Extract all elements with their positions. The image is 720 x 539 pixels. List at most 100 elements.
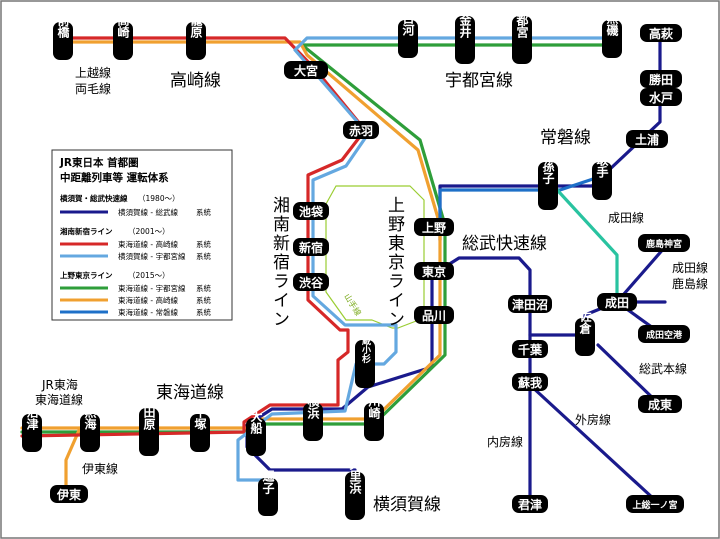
station-utsunomiya[interactable]: 宇都宮 — [512, 1, 532, 64]
station-mito[interactable]: 水戸 — [640, 88, 682, 106]
station-odawara[interactable]: 小田原 — [139, 393, 159, 456]
svg-text:蘇我: 蘇我 — [517, 375, 542, 390]
legend-since-yokosuka-sobu: （1980〜） — [138, 194, 180, 203]
station-toride[interactable]: 取手 — [592, 154, 612, 200]
label-sotobo-line: 外房線 — [575, 412, 611, 427]
station-oyama[interactable]: 小金井 — [455, 1, 475, 64]
svg-text:千葉: 千葉 — [518, 342, 543, 357]
route-sotobo — [528, 383, 657, 502]
station-atami[interactable]: 熱海 — [80, 405, 100, 452]
svg-text:小金井: 小金井 — [458, 1, 472, 39]
station-shinjuku[interactable]: 新宿 — [293, 238, 329, 256]
label-ueno-tokyo-line: 上野東京ライン — [384, 196, 405, 329]
label-shonan-shinjuku-line: 湘南新宿ライン — [269, 196, 290, 329]
station-yokohama[interactable]: 横浜 — [303, 394, 323, 441]
svg-text:久里浜: 久里浜 — [348, 457, 362, 495]
station-ofuna[interactable]: 大船 — [246, 409, 266, 456]
svg-text:土浦: 土浦 — [635, 132, 659, 147]
line-labels: 高崎線 宇都宮線 常磐線 総武快速線 東海道線 横須賀線 湘南新宿ライン 上野東… — [35, 65, 708, 515]
station-chiba[interactable]: 千葉 — [512, 340, 548, 358]
label-uchibo-line: 内房線 — [487, 434, 523, 449]
svg-text:大船: 大船 — [249, 409, 263, 435]
svg-text:沼津: 沼津 — [25, 406, 39, 431]
station-ueno[interactable]: 上野 — [414, 218, 454, 236]
station-koga[interactable]: 古河 — [398, 11, 418, 58]
station-narashino[interactable]: 津田沼 — [508, 295, 552, 313]
svg-text:新宿: 新宿 — [299, 240, 323, 255]
svg-text:大宮: 大宮 — [294, 63, 318, 78]
svg-text:佐倉: 佐倉 — [578, 309, 592, 335]
station-tsuchiura[interactable]: 土浦 — [626, 130, 668, 148]
label-narita-kashima-2: 鹿島線 — [672, 276, 708, 291]
station-abiko[interactable]: 我孫子 — [538, 147, 558, 210]
legend-suffix-ueno-utsunomiya: 系統 — [196, 283, 211, 293]
label-joetsu-line: 上越線 — [75, 65, 111, 80]
station-zushi[interactable]: 逗子 — [258, 469, 278, 516]
station-maebashi[interactable]: 前橋 — [53, 13, 73, 60]
svg-text:川崎: 川崎 — [367, 395, 381, 420]
stations: 前橋 高崎 籠原 古河 小金井 宇都宮 黒磯 我孫子 取手 佐倉 武蔵小杉 川崎… — [22, 1, 690, 520]
station-ito[interactable]: 伊東 — [50, 485, 88, 503]
station-shinagawa[interactable]: 品川 — [414, 306, 454, 324]
legend-suffix-shonan-utsunomiya: 系統 — [196, 251, 211, 261]
station-kuroiso[interactable]: 黒磯 — [602, 12, 622, 58]
station-shibuya[interactable]: 渋谷 — [293, 273, 329, 291]
svg-text:池袋: 池袋 — [299, 204, 324, 219]
station-kazusaichinomiya[interactable]: 上総一ノ宮 — [626, 495, 684, 513]
svg-text:成東: 成東 — [648, 397, 672, 412]
station-numazu[interactable]: 沼津 — [22, 406, 42, 452]
station-katsuta[interactable]: 勝田 — [640, 70, 682, 88]
svg-text:平塚: 平塚 — [193, 406, 207, 431]
station-kimitsu[interactable]: 君津 — [512, 495, 548, 513]
station-omiya[interactable]: 大宮 — [284, 61, 328, 79]
route-kashima — [615, 245, 667, 304]
svg-text:我孫子: 我孫子 — [541, 147, 555, 185]
legend-since-ueno-tokyo: （2015〜） — [128, 271, 170, 280]
legend-head-ueno-tokyo: 上野東京ライン — [60, 270, 113, 280]
svg-text:鹿島神宮: 鹿島神宮 — [645, 238, 682, 250]
legend-since-shonan: （2001〜） — [128, 227, 170, 236]
legend-box — [51, 149, 233, 321]
svg-text:渋谷: 渋谷 — [299, 275, 324, 290]
svg-text:取手: 取手 — [595, 154, 609, 179]
station-musashikosugi[interactable]: 武蔵小杉 — [355, 326, 375, 388]
legend-item-shonan-utsunomiya: 横須賀線 - 宇都宮線 — [118, 251, 186, 261]
legend-suffix-yokosuka-sobu: 系統 — [196, 207, 211, 217]
station-naruto[interactable]: 成東 — [638, 395, 682, 413]
yamanote-line-shape — [325, 185, 425, 329]
label-joban-line: 常磐線 — [540, 128, 591, 148]
svg-text:君津: 君津 — [517, 497, 542, 512]
label-yokosuka-line: 横須賀線 — [373, 495, 441, 515]
label-utsunomiya-line: 宇都宮線 — [445, 71, 513, 91]
svg-text:上総一ノ宮: 上総一ノ宮 — [632, 499, 677, 511]
station-takahagi[interactable]: 高萩 — [640, 24, 682, 42]
station-hiratsuka[interactable]: 平塚 — [190, 406, 210, 452]
svg-text:籠原: 籠原 — [189, 13, 203, 39]
station-kurihama[interactable]: 久里浜 — [345, 457, 365, 520]
legend-item-ueno-utsunomiya: 東海道線 - 宇都宮線 — [118, 283, 186, 293]
station-kawasaki[interactable]: 川崎 — [364, 395, 384, 441]
station-akabane[interactable]: 赤羽 — [343, 121, 379, 139]
station-ikebukuro[interactable]: 池袋 — [293, 202, 329, 220]
svg-text:高崎: 高崎 — [116, 13, 130, 39]
station-kagohara[interactable]: 籠原 — [186, 13, 206, 60]
label-narita-line: 成田線 — [608, 210, 644, 225]
legend-suffix-shonan-takasaki: 系統 — [196, 239, 211, 249]
svg-text:津田沼: 津田沼 — [512, 297, 548, 312]
legend: JR東日本 首都圏 中距離列車等 運転体系 横須賀・総武快速線 （1980〜） … — [51, 149, 233, 321]
svg-text:品川: 品川 — [422, 309, 446, 323]
station-kashimajingu[interactable]: 鹿島神宮 — [638, 234, 690, 252]
label-jr-tokai: JR東海 — [41, 377, 78, 392]
svg-text:成田空港: 成田空港 — [646, 329, 683, 341]
label-narita-kashima-1: 成田線 — [672, 260, 708, 275]
station-naritakuko[interactable]: 成田空港 — [638, 325, 690, 343]
station-narita[interactable]: 成田 — [597, 293, 637, 311]
station-tokyo[interactable]: 東京 — [414, 262, 454, 280]
route-ito — [64, 426, 82, 494]
svg-text:上野: 上野 — [422, 220, 446, 235]
station-sakura[interactable]: 佐倉 — [575, 309, 595, 356]
station-soga[interactable]: 蘇我 — [512, 373, 548, 391]
label-tokaido-line: 東海道線 — [156, 383, 224, 403]
svg-text:東京: 東京 — [422, 264, 446, 279]
station-takasaki[interactable]: 高崎 — [113, 13, 133, 60]
